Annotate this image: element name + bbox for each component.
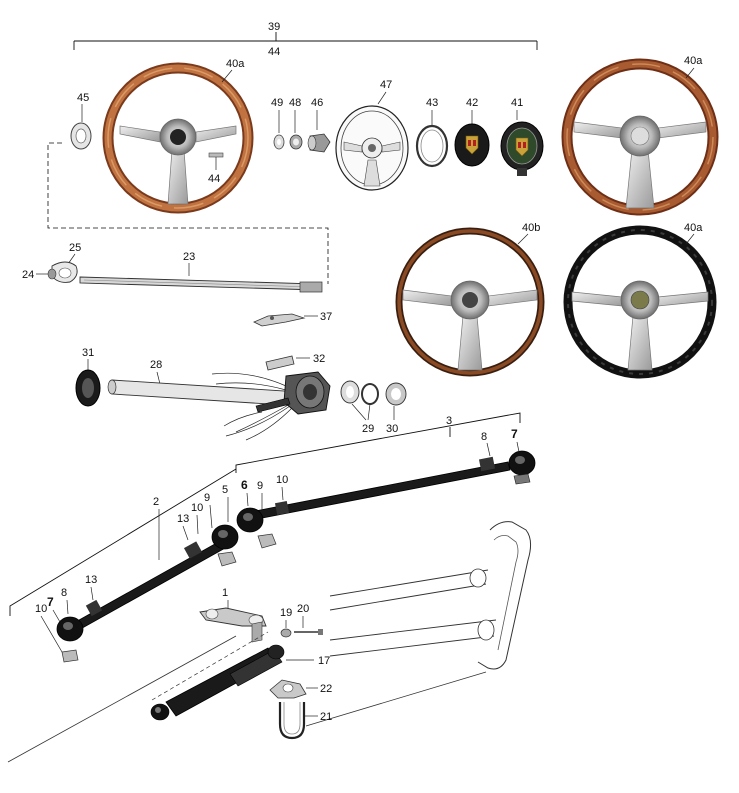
tie-rod-left — [56, 524, 239, 663]
label-8-right: 8 — [481, 431, 487, 443]
label-8-left: 8 — [61, 587, 67, 599]
label-10-left: 10 — [191, 502, 203, 514]
nut-19 — [280, 628, 292, 638]
ring-29b — [361, 383, 379, 405]
label-17: 17 — [318, 655, 330, 667]
label-21: 21 — [320, 711, 332, 723]
label-1: 1 — [222, 587, 228, 599]
front-axle-beam — [305, 521, 532, 727]
bracket-3 — [235, 412, 521, 473]
label-44: 44 — [208, 173, 220, 185]
label-6: 6 — [241, 478, 248, 492]
label-20: 20 — [297, 603, 309, 615]
label-7-left: 7 — [47, 595, 54, 609]
contact-pin — [208, 152, 224, 170]
label-44-top: 44 — [268, 46, 280, 58]
label-10-right: 10 — [276, 474, 288, 486]
steering-damper-bracket — [199, 607, 267, 643]
label-13-left-lower: 13 — [85, 574, 97, 586]
label-45: 45 — [77, 92, 89, 104]
shaft-clamp — [51, 261, 78, 283]
label-39: 39 — [268, 21, 280, 33]
horn-button-crest — [454, 123, 490, 167]
label-37: 37 — [320, 311, 332, 323]
label-9-right: 9 — [257, 480, 263, 492]
steering-shaft — [79, 276, 323, 293]
damper-leaders — [151, 631, 269, 701]
label-29: 29 — [362, 423, 374, 435]
label-30: 30 — [386, 423, 398, 435]
label-13-left-upper: 13 — [177, 513, 189, 525]
label-28: 28 — [150, 359, 162, 371]
label-23: 23 — [183, 251, 195, 263]
bracket-37 — [253, 313, 306, 327]
bearing-29 — [340, 380, 360, 404]
label-10-far-left: 10 — [35, 603, 47, 615]
label-31: 31 — [82, 347, 94, 359]
switch-wiring — [211, 372, 293, 441]
bolt-20 — [294, 629, 323, 635]
steering-wheel-40b — [395, 227, 545, 377]
nut-48 — [289, 134, 303, 150]
label-40a-wheel-2: 40a — [684, 55, 703, 67]
castle-nut-right — [257, 533, 277, 549]
label-25: 25 — [69, 242, 81, 254]
label-2: 2 — [153, 496, 159, 508]
label-40b: 40b — [522, 222, 540, 234]
label-49: 49 — [271, 97, 283, 109]
label-40a-wheel-1: 40a — [226, 58, 245, 70]
clamp-bolt — [47, 268, 57, 280]
wiring-clip-32 — [265, 355, 295, 371]
steering-wheel-wood-top-left — [102, 62, 254, 214]
label-3: 3 — [446, 415, 452, 427]
steering-wheel-black — [563, 225, 717, 379]
bushing-30 — [385, 382, 407, 406]
label-22: 22 — [320, 683, 332, 695]
label-42: 42 — [466, 97, 478, 109]
tie-rod-right — [236, 450, 536, 533]
horn-button-crest-variant — [500, 121, 544, 176]
steering-damper — [150, 644, 285, 721]
dashed-leader-45-23 — [47, 142, 329, 284]
label-46: 46 — [311, 97, 323, 109]
turn-signal-switch — [255, 371, 331, 415]
label-7-right: 7 — [511, 427, 518, 441]
steering-wheel-wood-top-right — [561, 58, 719, 216]
label-41: 41 — [511, 97, 523, 109]
label-24: 24 — [22, 269, 34, 281]
label-43: 43 — [426, 97, 438, 109]
trim-ring-43 — [415, 124, 449, 168]
bracket-39-44 — [73, 32, 538, 50]
label-47: 47 — [380, 79, 392, 91]
label-19: 19 — [280, 607, 292, 619]
contact-46 — [307, 133, 331, 153]
horn-ring-plate — [335, 105, 409, 191]
bracket-2 — [9, 468, 237, 616]
horn-contact-ring — [70, 122, 92, 150]
washer-49 — [273, 134, 285, 150]
leader-lines-1 — [7, 635, 237, 763]
label-40a-wheel-3: 40a — [684, 222, 703, 234]
label-5: 5 — [222, 484, 228, 496]
rubber-boot — [75, 369, 101, 407]
u-bolt-21 — [278, 702, 306, 740]
label-9-left: 9 — [204, 492, 210, 504]
damper-mount-22 — [269, 679, 307, 699]
label-48: 48 — [289, 97, 301, 109]
label-32: 32 — [313, 353, 325, 365]
